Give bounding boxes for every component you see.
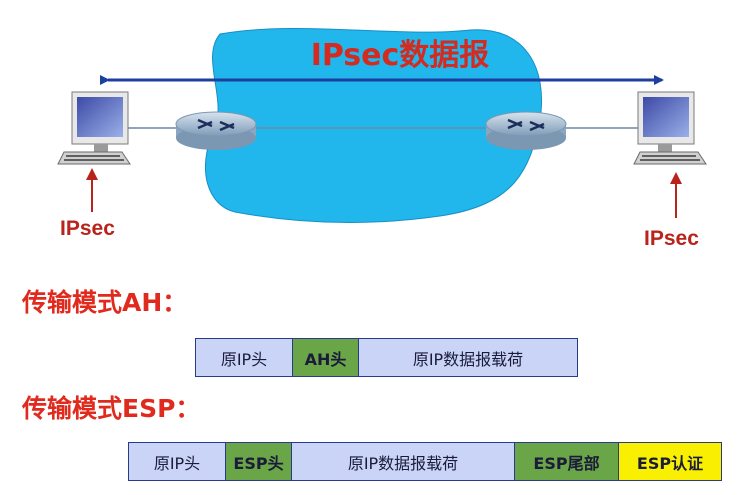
router-icon [485, 111, 567, 150]
esp-segment-esp-auth: ESP认证 [619, 443, 721, 480]
esp-segment-orig-ip-header: 原IP头 [129, 443, 226, 480]
ah-mode-label: 传输模式AH： [22, 288, 188, 317]
computer-icon [633, 91, 707, 165]
left-host-label: IPsec [60, 217, 115, 240]
ah-segment-payload: 原IP数据报载荷 [359, 339, 577, 376]
ah-segment-ah-header: AH头 [293, 339, 359, 376]
esp-mode-label: 传输模式ESP： [22, 394, 201, 423]
esp-segment-payload: 原IP数据报载荷 [292, 443, 515, 480]
network-diagram [57, 27, 707, 223]
esp-segment-esp-header: ESP头 [226, 443, 292, 480]
ah-packet: 原IP头 AH头 原IP数据报载荷 [195, 338, 578, 377]
computer-icon [57, 91, 131, 165]
right-host-label: IPsec [644, 227, 699, 250]
diagram-title: IPsec数据报 [310, 38, 490, 73]
router-icon [175, 111, 257, 150]
esp-packet: 原IP头 ESP头 原IP数据报载荷 ESP尾部 ESP认证 [128, 442, 722, 481]
ah-segment-orig-ip-header: 原IP头 [196, 339, 293, 376]
esp-segment-esp-trailer: ESP尾部 [515, 443, 619, 480]
up-arrow-icon [86, 168, 98, 212]
up-arrow-icon [670, 172, 682, 218]
